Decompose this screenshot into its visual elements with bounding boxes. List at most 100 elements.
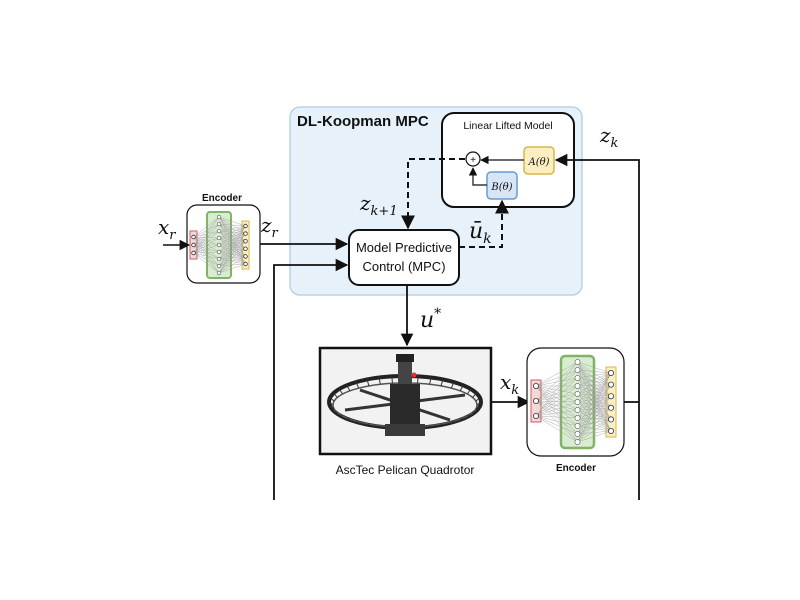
encoder-right-hidden-node [574, 439, 581, 445]
encoder-right-edge [577, 384, 612, 403]
encoder-left-edge [218, 244, 246, 257]
encoder-right-edge [535, 393, 578, 417]
encoder-left-edge [193, 236, 220, 253]
encoder-left-edge [218, 230, 246, 249]
encoder-left-hidden-node [216, 235, 222, 241]
encoder-right-hidden-node [574, 399, 581, 405]
encoder-right-hidden-node [574, 391, 581, 397]
encoder-left-edge [218, 225, 246, 267]
encoder-left-edge [218, 230, 246, 234]
encoder-right-edge [577, 430, 612, 435]
quadrotor-ring-tick [476, 401, 482, 406]
encoder-right-output-node [608, 416, 615, 423]
encoder-right-edge [577, 396, 612, 443]
encoder-right-edge [535, 385, 578, 395]
encoder-left-edge [218, 223, 246, 249]
encoder-right-edge [577, 407, 612, 419]
encoder-left-edge [193, 236, 220, 267]
encoder-right-edge [535, 385, 578, 443]
encoder-left-edge [193, 230, 220, 238]
encoder-right-edge [535, 369, 578, 402]
encoder-left-edge [193, 230, 220, 254]
encoder-right-edge [577, 396, 612, 435]
quadrotor-ring-tick [355, 381, 360, 389]
encoder-left-edge [218, 263, 246, 267]
encoder-right-edge [535, 409, 578, 417]
encoder-right-edge [577, 372, 612, 419]
encoder-left-edge [193, 244, 220, 253]
quadrotor-base [385, 424, 425, 436]
encoder-left-edge [218, 216, 246, 249]
encoder-left-edge [218, 223, 246, 257]
encoder-left-edge [218, 230, 246, 257]
encoder-left-edge [193, 216, 220, 246]
encoder-left-edge [193, 251, 220, 254]
encoder-left-edge [193, 237, 220, 254]
dl-koopman-mpc-title: DL-Koopman MPC [297, 113, 429, 130]
mpc-block-line1: Model Predictive [356, 240, 452, 255]
encoder-right-edge [577, 372, 612, 395]
xk-label: xk [500, 370, 519, 398]
encoder-right-edge [577, 430, 612, 443]
encoder-right-edge [577, 393, 612, 432]
quadrotor-caption: AscTec Pelican Quadrotor [336, 463, 475, 477]
encoder-right-edge [535, 385, 578, 427]
encoder-right-edge [577, 417, 612, 420]
encoder-left-edge [218, 248, 246, 260]
encoder-right-label: Encoder [556, 463, 596, 474]
encoder-right-edge [535, 415, 578, 443]
encoder-right-output-node [608, 427, 615, 434]
encoder-left-edge [218, 225, 246, 232]
encoder-left-hidden-node [216, 228, 222, 234]
encoder-left-edge [218, 216, 246, 234]
encoder-right-edge [577, 361, 612, 374]
encoder-right-hidden-node [574, 423, 581, 429]
encoder-right-edge [577, 372, 612, 435]
quadrotor-ring-tick [329, 397, 335, 402]
quadrotor-ring-tick [378, 377, 381, 385]
quadrotor-ring-tick [366, 379, 370, 387]
encoder-right-edge [577, 409, 612, 432]
encoder-right [526, 347, 625, 457]
zk-feedback-path [554, 153, 640, 402]
encoder-right-edge [577, 384, 612, 435]
encoder-right-edge [535, 415, 578, 427]
encoder-left-edge [218, 251, 246, 265]
encoder-left-output-layer [241, 220, 250, 270]
encoder-right-hidden-node [574, 383, 581, 389]
encoder-left-edge [218, 241, 246, 253]
encoder-right-edge [535, 385, 578, 402]
encoder-left-edge [218, 256, 246, 274]
encoder-left-hidden-node [216, 221, 222, 227]
encoder-right-edge [577, 361, 612, 420]
encoder-left-edge [218, 223, 246, 234]
zk1-label: zk+1 [359, 191, 398, 219]
encoder-left-edge [193, 244, 220, 274]
encoder-right-output-node [608, 404, 615, 411]
encoder-right-edge [577, 369, 612, 420]
encoder-right-edge [577, 384, 612, 395]
encoder-right-edge [577, 401, 612, 408]
encoder-left-edge [218, 225, 246, 239]
encoder-left-edge [218, 233, 246, 246]
encoder-left-edge [193, 236, 220, 246]
encoder-left-edge [218, 225, 246, 253]
quadrotor-ring-tick [429, 377, 432, 385]
encoder-right-edge [577, 393, 612, 408]
quadrotor-ring-tick [475, 406, 481, 410]
encoder-right-input-node [533, 382, 540, 389]
encoder-right-hidden-node [574, 375, 581, 381]
encoder-right-edge [535, 401, 578, 417]
encoder-left-output-node [243, 223, 248, 229]
encoder-left-edge [193, 244, 220, 254]
summation-node [465, 151, 481, 167]
encoder-right-hidden-node [574, 431, 581, 437]
encoder-right-edge [535, 415, 578, 419]
quadrotor-camera [396, 354, 414, 362]
encoder-right-edge [535, 400, 578, 411]
encoder-left-edge [218, 244, 246, 249]
encoder-right-hidden-node [574, 367, 581, 373]
zk1-dashed-path [401, 158, 465, 230]
encoder-left-edge [218, 251, 246, 257]
